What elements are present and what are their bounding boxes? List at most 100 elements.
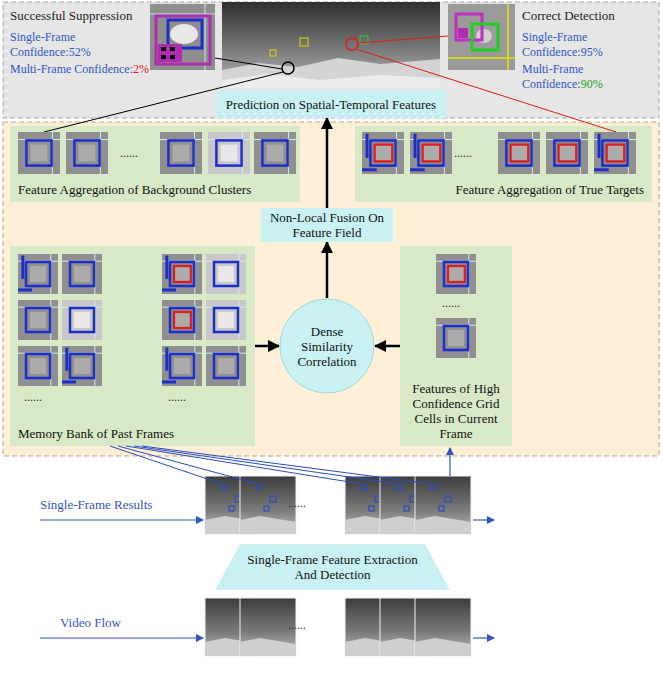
node-text: Non-Local Fusion On Feature Field <box>268 210 386 240</box>
thumbnail-ground <box>206 300 246 340</box>
feature-thumbnail <box>160 132 202 174</box>
fan-line <box>126 446 362 484</box>
detection-box <box>221 484 227 490</box>
feature-thumbnail <box>362 132 404 174</box>
blue-box <box>602 140 627 165</box>
thumbnail-ground <box>66 132 108 174</box>
blue-bar <box>165 348 168 371</box>
group-panel: Memory Bank of Past Frames <box>10 246 255 446</box>
thumbnail-target <box>267 145 284 162</box>
blue-box <box>26 262 50 286</box>
thumbnail-ground <box>160 132 202 174</box>
label-holder: ...... <box>454 146 494 161</box>
feature-thumbnail <box>162 254 202 294</box>
blue-box <box>170 262 194 286</box>
thumbnail-ground <box>162 300 202 340</box>
feature-thumbnail <box>436 318 476 358</box>
thumbnail-target <box>448 266 464 282</box>
thumbnail-ground <box>206 254 246 294</box>
node-text: Single-Frame Feature Extraction And Dete… <box>238 552 428 582</box>
extraction-trapezoid: Single-Frame Feature Extraction And Dete… <box>215 544 450 590</box>
frame-coast <box>415 638 471 656</box>
red-box <box>174 312 191 328</box>
thumbnail-group <box>18 132 636 656</box>
blue-box <box>74 140 99 165</box>
feature-thumbnail <box>546 132 588 174</box>
annotation-text: Correct Detection <box>522 8 615 23</box>
frame-coast <box>240 638 296 656</box>
thumbnail-ground <box>362 132 404 174</box>
thumbnail-target <box>30 358 46 374</box>
coastline <box>222 74 440 88</box>
thumbnail-ground <box>18 346 58 386</box>
thumbnail-ground <box>208 132 250 174</box>
thumbnail-target <box>218 266 234 282</box>
green-panel <box>400 246 512 446</box>
label-holder: ...... <box>168 390 208 405</box>
red-box <box>607 145 625 162</box>
grid-line <box>448 57 515 59</box>
detection-box <box>445 496 451 502</box>
process-box: Prediction on Spatial-Temporal Features <box>216 90 446 118</box>
blue-box <box>168 20 202 48</box>
frame-image <box>415 598 471 656</box>
trapezoid-fill <box>215 544 450 590</box>
feature-thumbnail <box>162 300 202 340</box>
thumbnail-ground <box>206 346 246 386</box>
node-text: Feature Aggregation of Background Cluste… <box>18 182 251 197</box>
feature-thumbnail <box>18 346 58 386</box>
blue-bar <box>18 289 32 292</box>
thumbnail-target <box>375 145 392 162</box>
correlation-circle: Dense Similarity Correlation <box>279 298 375 394</box>
label-holder: Correct Detection <box>522 8 657 24</box>
label-holder: ...... <box>442 296 482 311</box>
detected-circle <box>346 38 358 50</box>
blue-box <box>168 140 193 165</box>
ellipsis-mark: ...... <box>454 146 472 160</box>
feature-thumbnail <box>410 132 452 174</box>
thumbnail-target <box>74 266 90 282</box>
green-box <box>472 24 498 50</box>
blue-bar <box>594 168 609 171</box>
red-box <box>423 145 441 162</box>
blue-box <box>26 140 51 165</box>
red-box <box>174 266 191 282</box>
thumbnail-target <box>448 330 464 346</box>
detection-box <box>361 484 367 490</box>
circle-fill <box>280 299 374 393</box>
blue-box <box>70 308 94 332</box>
blue-box <box>26 308 50 332</box>
blue-box <box>370 140 395 165</box>
blue-box <box>170 308 194 332</box>
thumbnail-target <box>30 266 46 282</box>
green-panel <box>10 126 300 202</box>
blue-box <box>170 354 194 378</box>
feature-thumbnail <box>206 300 246 340</box>
thumbnail-ground <box>162 254 202 294</box>
flow-arrow <box>473 519 494 520</box>
video-frame <box>415 476 471 534</box>
ellipsis-mark: ...... <box>120 146 138 160</box>
thumbnail-ground <box>436 254 476 294</box>
thumbnail-target <box>559 145 576 162</box>
blue-bar <box>62 381 76 384</box>
frame-coast <box>240 516 296 534</box>
blue-bar <box>65 348 68 371</box>
flow-arrow <box>40 519 203 520</box>
red-box <box>375 145 393 162</box>
feature-thumbnail <box>66 132 108 174</box>
thumbnail-target <box>221 145 238 162</box>
group-panel: Feature Aggregation of True Targets <box>355 126 652 202</box>
black-mark <box>161 47 166 51</box>
annotation-text: 90% <box>581 77 603 91</box>
label-holder: Multi-Frame Confidence:90% <box>522 62 657 92</box>
thumbnail-ground <box>546 132 588 174</box>
thumbnail-ground <box>254 132 296 174</box>
detection-box <box>404 506 409 511</box>
thumbnail-target <box>79 145 96 162</box>
feature-thumbnail <box>436 254 476 294</box>
label-holder: Video Flow <box>60 615 190 631</box>
label-holder: ...... <box>120 146 156 161</box>
group-panel: Feature Aggregation of Background Cluste… <box>10 126 300 202</box>
label-holder: Single-Frame Confidence:95% <box>522 30 657 60</box>
